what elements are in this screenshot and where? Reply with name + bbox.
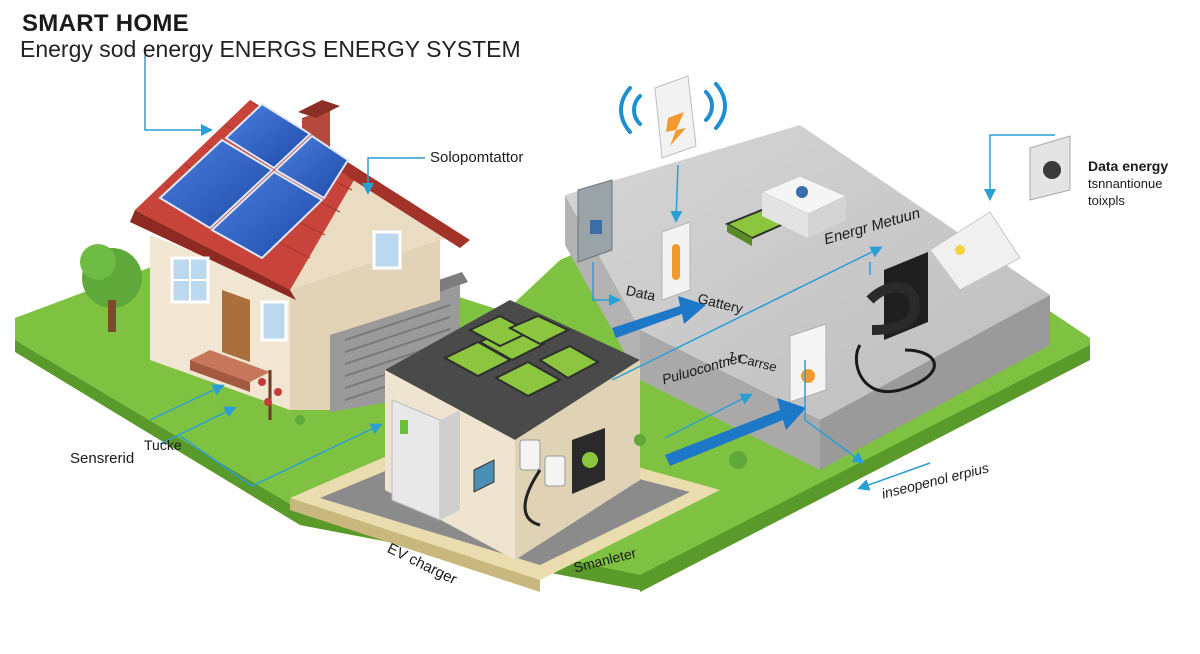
platform-devices bbox=[577, 135, 1071, 403]
diagram-title: SMART HOME bbox=[22, 10, 189, 37]
diagram-subtitle: Energy sod energy ENERGS ENERGY SYSTEM bbox=[20, 36, 521, 62]
smart-sensor-device bbox=[619, 75, 727, 159]
label-data-energy-3: toixpls bbox=[1088, 193, 1125, 208]
label-data-energy-2: tsnnantionue bbox=[1088, 176, 1163, 191]
callout-lines bbox=[144, 55, 1055, 491]
flow-arrow-main bbox=[665, 398, 806, 466]
shrubs bbox=[295, 415, 747, 469]
utility-box bbox=[385, 300, 640, 560]
wifi-signal-icon bbox=[619, 82, 727, 134]
label-tucke: Tucke bbox=[144, 437, 182, 453]
battery-modules bbox=[442, 314, 601, 398]
label-solar: Solopomtattor bbox=[430, 149, 524, 166]
label-data-energy-1: Data energy bbox=[1088, 158, 1169, 174]
solar-panel-array bbox=[158, 102, 350, 260]
flow-arrow-data bbox=[612, 296, 706, 338]
label-sensor: Sensrerid bbox=[70, 450, 135, 467]
lightning-bolt-icon bbox=[666, 112, 686, 146]
energy-flow-arrows bbox=[612, 296, 806, 466]
